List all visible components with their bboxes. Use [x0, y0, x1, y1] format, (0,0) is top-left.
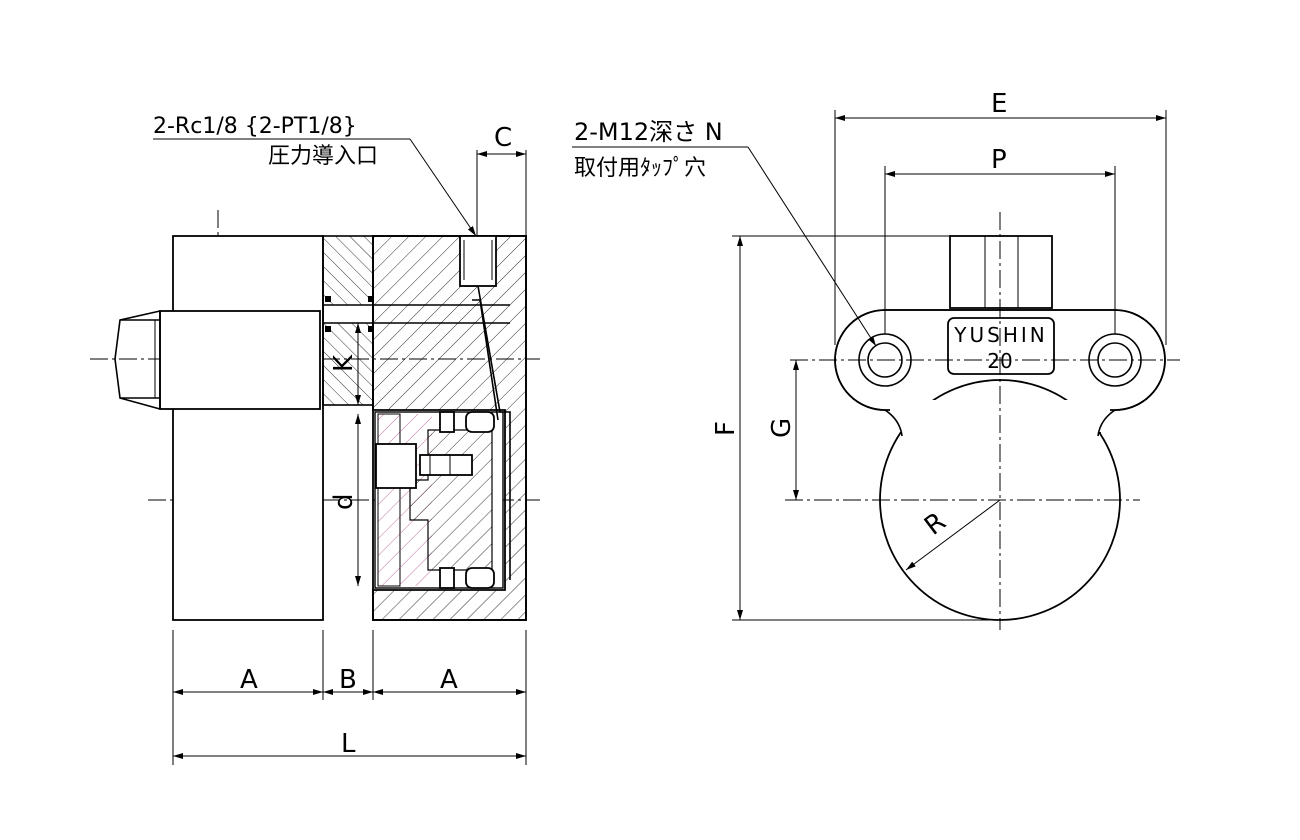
tap-hole-callout: 2-M12深さ N 取付用ﾀｯﾌﾟ穴	[572, 118, 877, 347]
port-name-text: 圧力導入口	[268, 144, 378, 169]
dim-d: d	[329, 414, 361, 586]
port-spec-text: 2-Rc1/8 {2-PT1/8}	[153, 114, 357, 139]
dim-E: E	[834, 89, 1167, 345]
dim-B-label: B	[339, 665, 357, 695]
front-view: YUSHIN 20	[785, 212, 1180, 630]
dim-K: K	[329, 323, 361, 405]
dim-C: C	[476, 123, 527, 236]
tap-name-text: 取付用ﾀｯﾌﾟ穴	[574, 156, 706, 181]
dim-A-left-label: A	[240, 665, 258, 695]
top-boss	[949, 235, 1053, 309]
dim-d-label: d	[329, 493, 359, 510]
dim-P-label: P	[991, 145, 1007, 175]
brand-text: YUSHIN	[953, 323, 1047, 347]
dim-G-label: G	[767, 418, 797, 438]
dim-C-label: C	[494, 123, 512, 153]
dim-K-label: K	[329, 354, 359, 372]
dim-F-label: F	[711, 421, 741, 436]
bottom-dimensions: A B A L	[172, 630, 527, 765]
dim-L-label: L	[341, 729, 356, 759]
dim-F: F	[711, 235, 1000, 621]
dim-E-label: E	[991, 89, 1007, 119]
tap-spec-text: 2-M12深さ N	[574, 118, 723, 146]
pressure-port-callout: 2-Rc1/8 {2-PT1/8} 圧力導入口	[153, 114, 477, 237]
left-block	[172, 235, 324, 621]
dim-A-right-label: A	[440, 665, 458, 695]
dim-P: P	[884, 145, 1116, 334]
right-body-section	[325, 235, 527, 621]
side-section-view	[90, 210, 540, 621]
hex-bolt	[114, 310, 321, 410]
dim-G: G	[767, 360, 799, 500]
